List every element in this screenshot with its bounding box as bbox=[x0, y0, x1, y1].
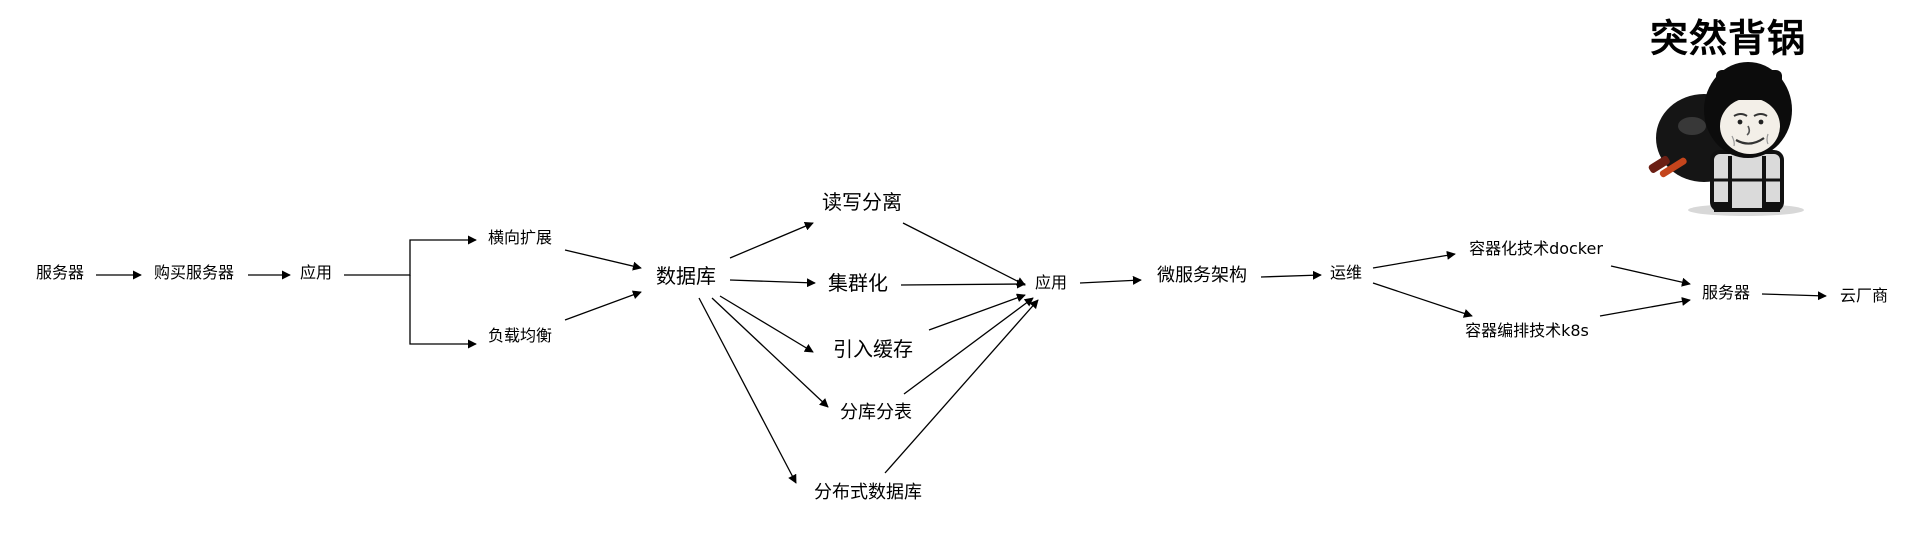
node-buy-server: 购买服务器 bbox=[153, 263, 235, 282]
arrow-db-to-cluster bbox=[729, 278, 816, 288]
arrow-server-to-cloud bbox=[1761, 291, 1827, 301]
node-sharding: 分库分表 bbox=[840, 402, 912, 423]
connector-app-to-loadbalance bbox=[409, 275, 477, 349]
arrow-cache-to-app bbox=[928, 293, 1026, 331]
arrow-db-to-readwrite bbox=[729, 222, 814, 259]
node-server: 服务器 bbox=[35, 263, 85, 282]
node-horizontal-scaling: 横向扩展 bbox=[487, 228, 553, 247]
wok-meme-face-icon bbox=[1648, 62, 1804, 216]
node-distributed-database: 分布式数据库 bbox=[814, 482, 922, 503]
node-cluster: 集群化 bbox=[828, 271, 888, 295]
arrow-k8s-to-server bbox=[1599, 296, 1691, 317]
arrow-horizontal-to-db bbox=[564, 249, 642, 271]
node-read-write-split: 读写分离 bbox=[822, 190, 902, 214]
arrow-ops-to-docker bbox=[1372, 250, 1456, 269]
meme-caption: 突然背锅 bbox=[1649, 16, 1807, 61]
arrow-sharding-to-app bbox=[903, 297, 1034, 395]
arrow-microservices-to-ops bbox=[1260, 270, 1322, 280]
node-app: 应用 bbox=[299, 263, 333, 282]
arrow-db-to-cache bbox=[719, 295, 814, 353]
node-k8s: 容器编排技术k8s bbox=[1465, 321, 1589, 340]
arrow-readwrite-to-app bbox=[902, 222, 1026, 286]
node-load-balancing: 负载均衡 bbox=[487, 326, 553, 345]
node-docker: 容器化技术docker bbox=[1469, 239, 1603, 258]
arrow-cluster-to-app bbox=[900, 279, 1026, 289]
node-app-2: 应用 bbox=[1034, 273, 1068, 292]
arrow-db-to-sharding bbox=[711, 297, 829, 408]
arrow-loadbalance-to-db bbox=[564, 290, 642, 321]
node-server-2: 服务器 bbox=[1701, 283, 1751, 302]
node-cache: 引入缓存 bbox=[833, 337, 913, 361]
arrow-distributed-to-app bbox=[884, 299, 1039, 474]
node-microservices: 微服务架构 bbox=[1157, 265, 1247, 286]
node-cloud-vendor: 云厂商 bbox=[1839, 286, 1889, 305]
arrow-docker-to-server bbox=[1610, 265, 1691, 287]
arrow-db-to-distributed bbox=[698, 297, 797, 484]
node-ops: 运维 bbox=[1329, 263, 1363, 282]
connector-app-to-horizontal bbox=[344, 235, 477, 276]
arrow-app-to-microservices bbox=[1079, 275, 1142, 285]
arrow-ops-to-k8s bbox=[1372, 282, 1473, 318]
meme-sticker: 突然背锅 bbox=[1628, 8, 1828, 218]
node-database: 数据库 bbox=[656, 264, 716, 288]
